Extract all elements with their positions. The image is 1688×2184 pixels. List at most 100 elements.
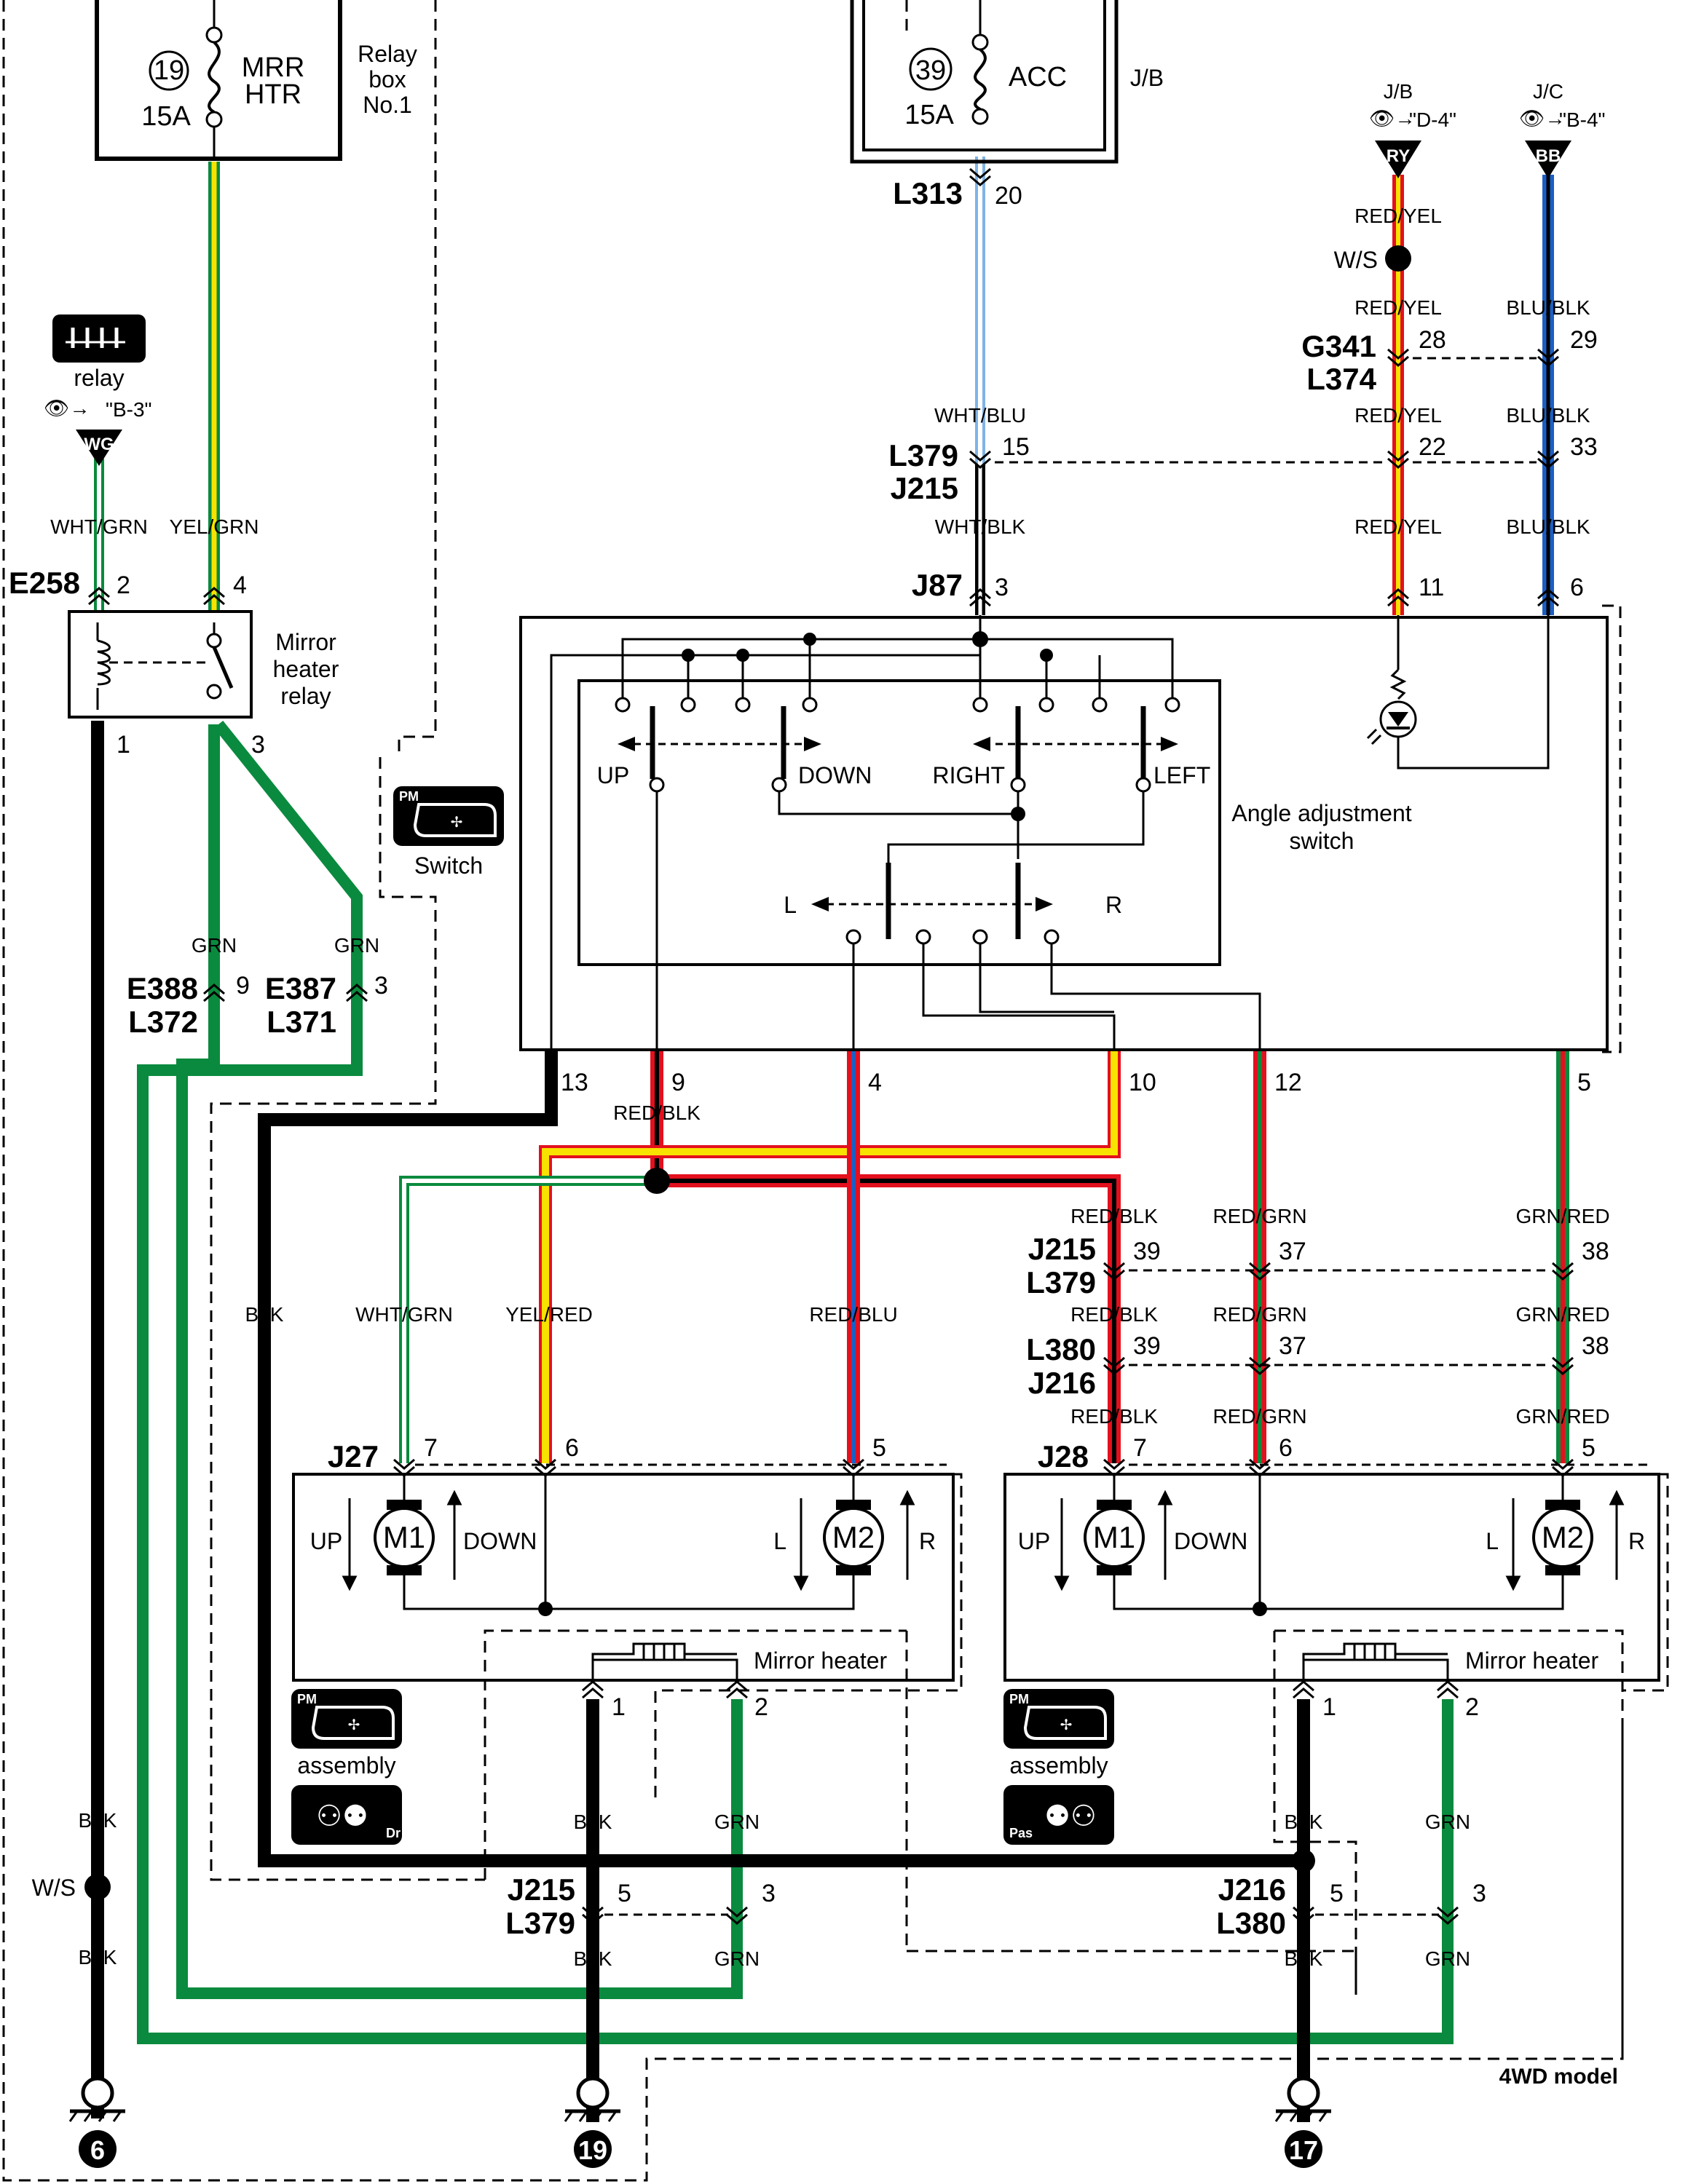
svg-text:17: 17 [1289,2135,1318,2165]
svg-text:L: L [784,892,797,918]
svg-text:1: 1 [612,1693,626,1721]
svg-text:L379: L379 [505,1906,575,1940]
relay-box-label-2: box [368,66,406,92]
svg-text:GRN/RED: GRN/RED [1515,1303,1609,1326]
passenger-seat-icon: Pas ⚉⚇ [1003,1785,1114,1845]
svg-text:33: 33 [1570,433,1598,461]
ground-6: 6 [68,2076,125,2168]
svg-text:39: 39 [1133,1332,1161,1360]
relay-name-3: relay [280,683,331,709]
svg-text:W/S: W/S [1334,247,1378,273]
svg-text:UP: UP [310,1528,342,1554]
svg-text:LEFT: LEFT [1153,762,1210,788]
svg-text:BLK: BLK [1285,1811,1323,1833]
relay-name-2: heater [273,656,339,682]
svg-text:"B-3": "B-3" [106,398,151,421]
svg-text:9: 9 [671,1069,685,1096]
switch-direction-labels: UP DOWN RIGHT LEFT L R [597,762,1210,918]
svg-text:M1: M1 [383,1520,425,1554]
svg-text:Mirror heater: Mirror heater [754,1647,888,1674]
svg-text:YEL/RED: YEL/RED [505,1303,593,1326]
svg-text:Dr: Dr [386,1826,401,1840]
svg-text:Mirror heater: Mirror heater [1465,1647,1599,1674]
fuse-box-mrr-htr: 19 15A MRR HTR [95,0,342,161]
svg-text:1: 1 [117,731,130,759]
svg-text:DOWN: DOWN [798,762,872,788]
wire-yel-red-pin10 [539,1048,1121,1463]
svg-text:J216: J216 [1028,1366,1096,1400]
svg-text:BLU/BLK: BLU/BLK [1506,296,1590,319]
svg-text:L379: L379 [888,438,958,472]
svg-text:3: 3 [374,972,388,1000]
lower-wire-labels: GRN GRN RED/BLK RED/BLK RED/GRN GRN/RED … [79,934,1610,1970]
svg-text:E388: E388 [127,971,198,1005]
fuse-name: ACC [1009,62,1067,92]
svg-text:M2: M2 [1542,1520,1584,1554]
angle-switch-name-2: switch [1290,828,1354,854]
wire-blk-switch-ground [258,1048,1310,2122]
svg-text:PM: PM [1009,1692,1029,1706]
angle-adjustment-switch [519,615,1609,1051]
svg-text:9: 9 [236,972,250,1000]
mirror-assembly-icon-left: PM ✢ [291,1689,402,1749]
junction-dot [1292,1849,1315,1872]
svg-text:Pas: Pas [1009,1826,1033,1840]
svg-text:L374: L374 [1306,362,1376,396]
svg-text:39: 39 [1133,1238,1161,1265]
indicator-led-icon [1366,668,1417,745]
svg-text:YEL/GRN: YEL/GRN [170,515,259,538]
fuse-box-acc: 39 15A ACC [850,0,1119,164]
svg-text:DOWN: DOWN [463,1528,537,1554]
svg-text:⚉⚇: ⚉⚇ [1044,1800,1097,1832]
svg-text:✢: ✢ [348,1717,360,1733]
svg-text:13: 13 [561,1069,588,1096]
svg-text:L371: L371 [267,1005,336,1039]
eye-icon: 👁→ [44,397,90,419]
svg-text:BLU/BLK: BLU/BLK [1506,404,1590,427]
svg-text:J/B: J/B [1384,80,1413,103]
mirror-assembly-left: M1 M2 UP DOWN L R Mirror heater [292,1473,963,1951]
svg-text:6: 6 [1279,1434,1293,1462]
svg-text:J28: J28 [1038,1439,1089,1473]
svg-text:RED/BLK: RED/BLK [613,1101,701,1124]
svg-text:5: 5 [618,1880,631,1907]
svg-text:GRN: GRN [714,1947,760,1970]
fuse-name-line1: MRR [242,52,305,83]
svg-text:GRN: GRN [1425,1811,1470,1833]
svg-text:3: 3 [762,1880,776,1907]
ws-splice-red-yel: W/S [1334,245,1411,273]
svg-text:5: 5 [872,1434,886,1462]
connector-link-lines [415,357,1653,1916]
svg-text:E387: E387 [265,971,336,1005]
svg-text:✢: ✢ [1060,1717,1073,1733]
relay-name-1: Mirror [275,629,336,655]
svg-text:2: 2 [1465,1693,1479,1721]
svg-text:BLK: BLK [574,1947,612,1970]
fuse-name-line2: HTR [245,79,301,110]
svg-text:relay: relay [74,365,124,391]
svg-text:RIGHT: RIGHT [932,762,1005,788]
svg-text:RED/BLK: RED/BLK [1070,1405,1158,1428]
ref-relay-b3: relay 👁→ "B-3" WG [44,314,151,466]
svg-text:"D-4": "D-4" [1409,108,1456,131]
fuse-number: 39 [915,55,946,86]
svg-text:BLK: BLK [1285,1947,1323,1970]
svg-text:WG: WG [84,435,114,454]
svg-text:WHT/GRN: WHT/GRN [50,515,148,538]
svg-text:J87: J87 [912,568,963,602]
svg-text:RED/BLU: RED/BLU [809,1303,897,1326]
svg-text:G341: G341 [1301,329,1376,363]
svg-text:L: L [1486,1528,1499,1554]
svg-text:2: 2 [754,1693,768,1721]
svg-text:29: 29 [1570,326,1598,354]
svg-text:M2: M2 [832,1520,875,1554]
relay-box-label-3: No.1 [363,92,412,118]
svg-text:GRN/RED: GRN/RED [1515,1405,1609,1428]
relay-box-label-1: Relay [358,41,417,67]
svg-text:BLK: BLK [79,1809,117,1832]
svg-text:37: 37 [1279,1238,1306,1265]
svg-text:W/S: W/S [32,1875,76,1901]
wire-grn-heater-feeds [137,720,1454,2044]
